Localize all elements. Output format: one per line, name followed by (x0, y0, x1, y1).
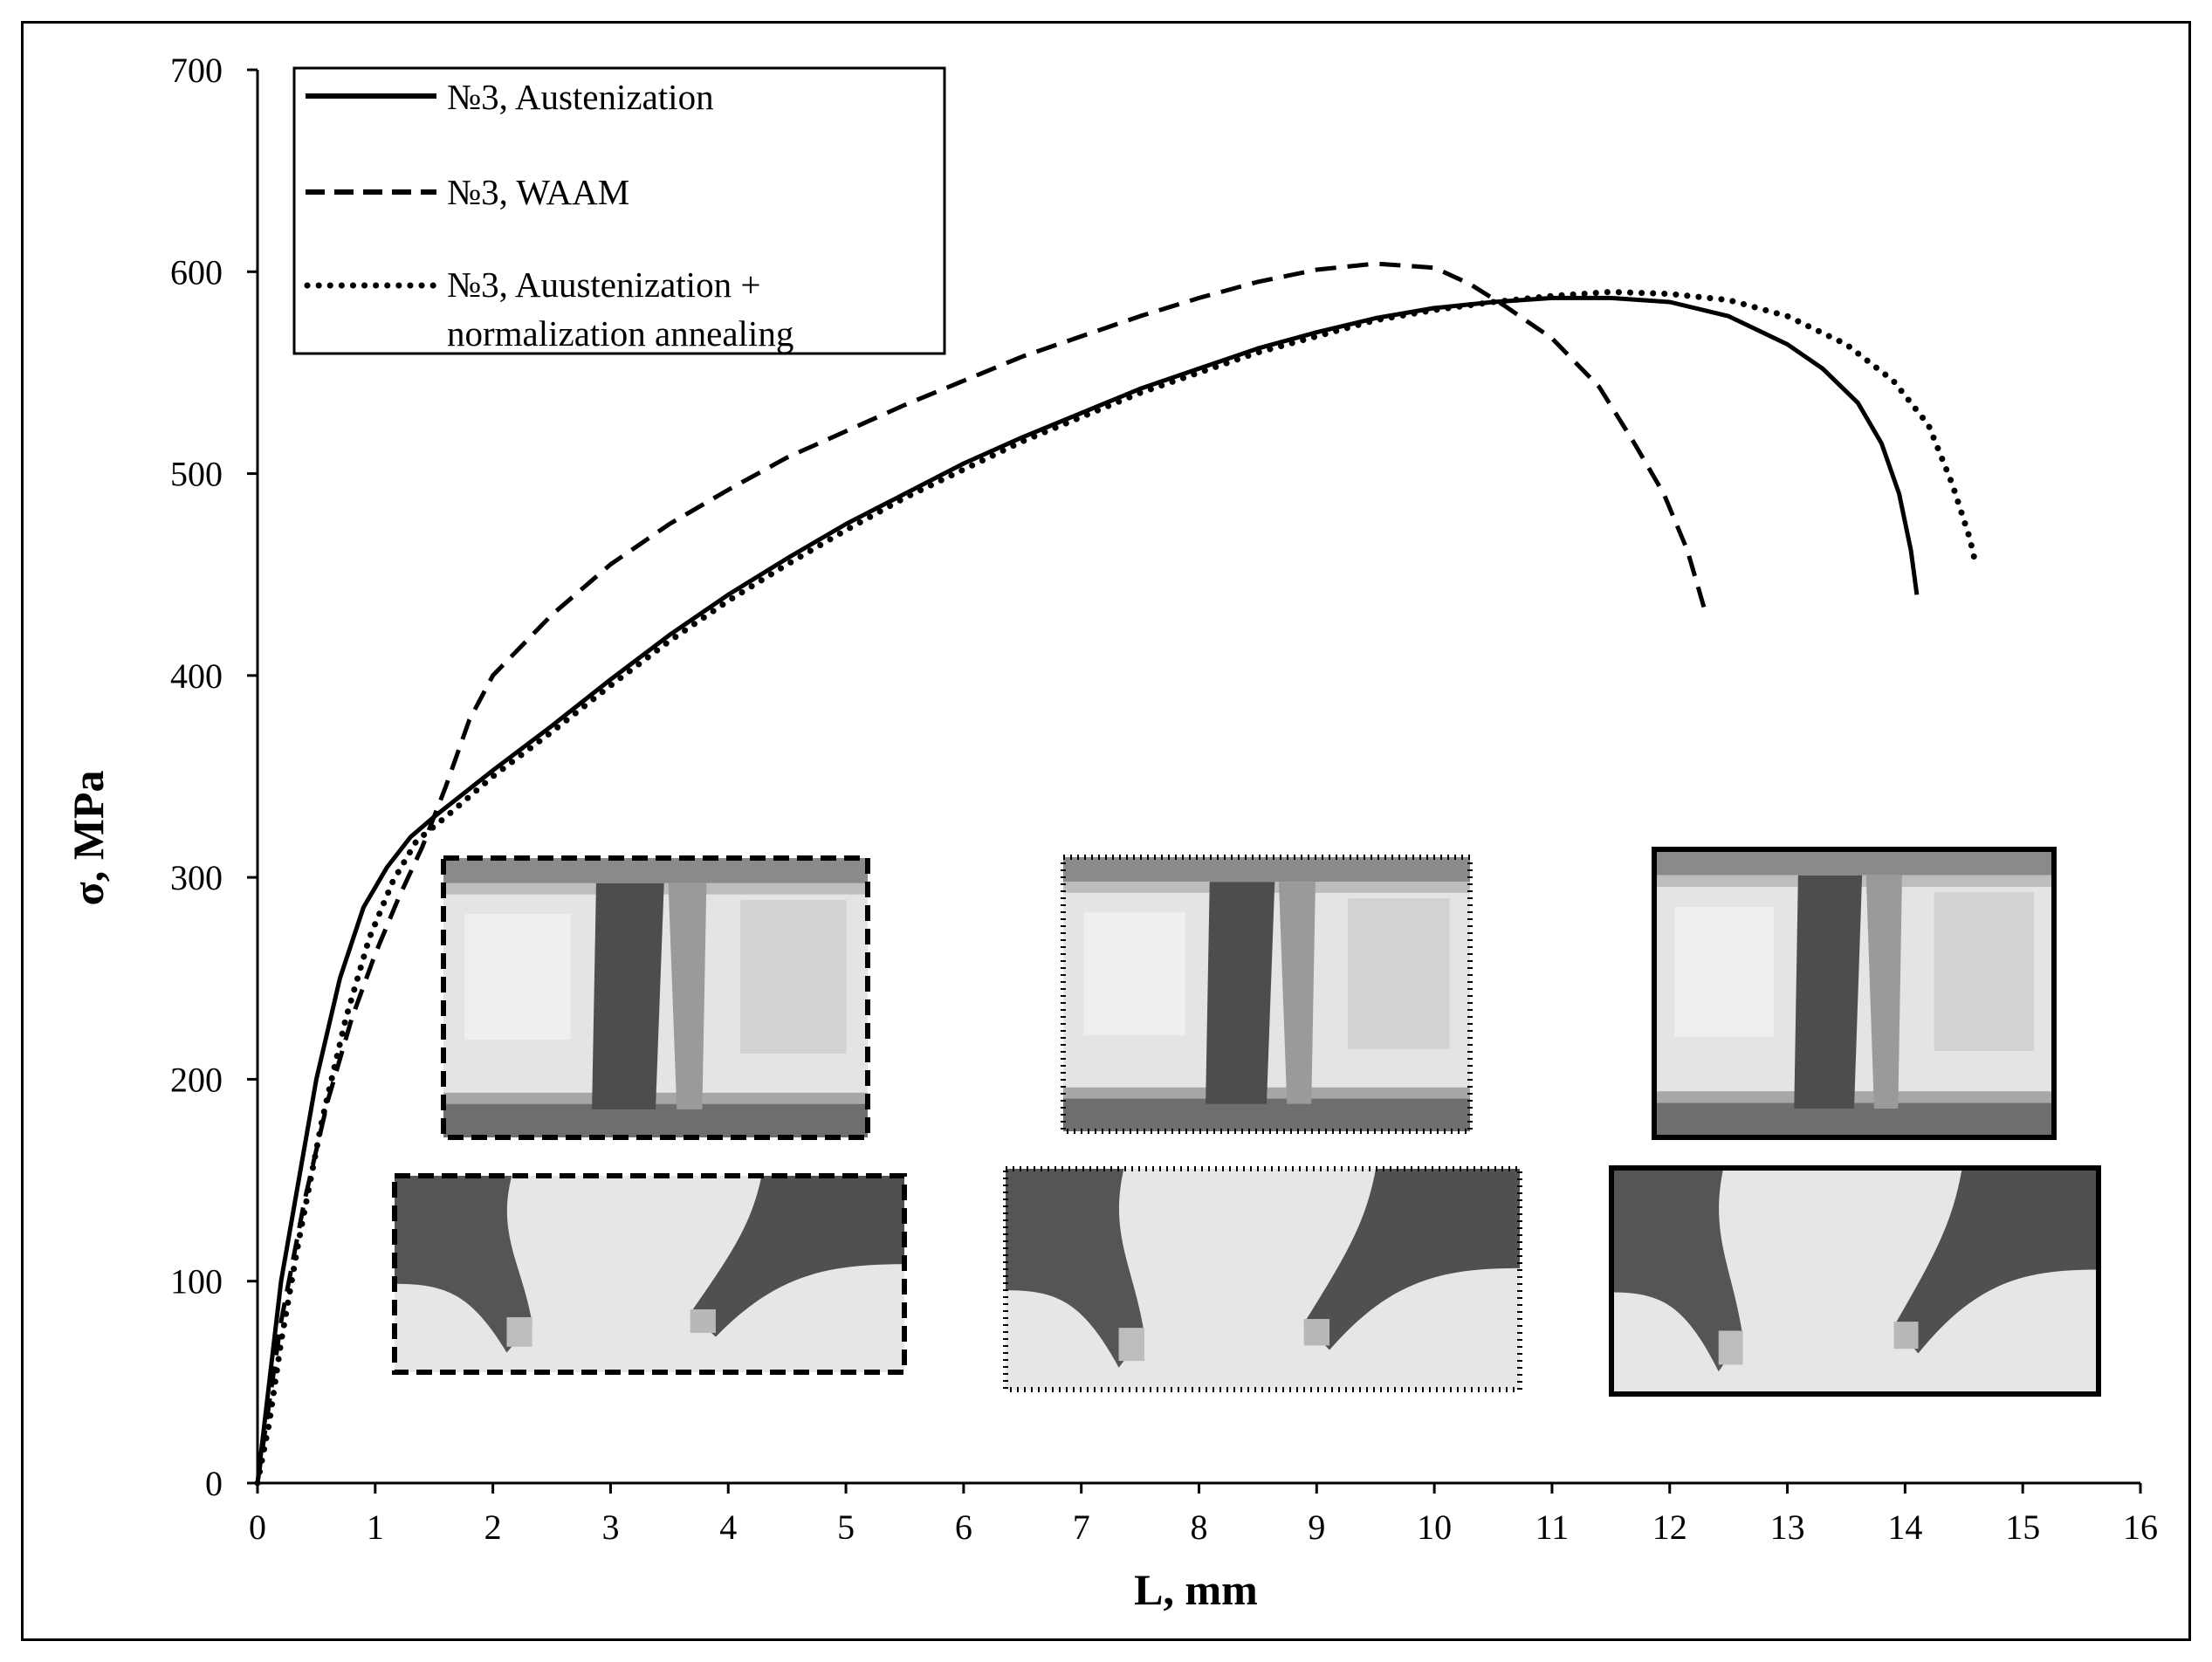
specimen-photo-dotted (1061, 855, 1473, 1134)
photo-frame-dotted (1003, 1166, 1522, 1392)
x-tick-label: 0 (249, 1507, 266, 1547)
x-tick-label: 3 (601, 1507, 619, 1547)
y-axis-title: σ, MPa (64, 771, 113, 906)
y-tick-label: 0 (205, 1464, 223, 1503)
y-tick-label: 100 (170, 1262, 223, 1301)
x-tick-label: 2 (484, 1507, 502, 1547)
photo-frame-dashed (441, 855, 870, 1140)
x-tick-label: 10 (1417, 1507, 1452, 1547)
legend-label-austenization: №3, Austenization (447, 77, 714, 117)
x-tick-label: 16 (2123, 1507, 2158, 1547)
x-tick-label: 4 (719, 1507, 737, 1547)
y-tick-label: 300 (170, 858, 223, 897)
specimen-photo-dotted (1003, 1166, 1522, 1392)
y-tick-label: 600 (170, 252, 223, 292)
x-tick-label: 6 (955, 1507, 972, 1547)
specimen-photo-dashed (441, 855, 870, 1140)
series-line-dotted (254, 288, 1979, 1487)
x-tick-label: 12 (1652, 1507, 1687, 1547)
y-tick-label: 500 (170, 455, 223, 494)
series-line-solid (255, 295, 1920, 1484)
y-tick-label: 200 (170, 1060, 223, 1099)
specimen-photo-solid (1609, 1165, 2101, 1397)
specimen-photo-dashed (392, 1173, 907, 1375)
photo-frame-solid (1609, 1165, 2101, 1397)
legend-box (292, 66, 946, 355)
data-series (254, 261, 1979, 1487)
legend-label-annealing: №3, Auustenization + (447, 264, 760, 305)
legend-label-waam: №3, WAAM (447, 172, 629, 212)
photo-frame-solid (1652, 847, 2057, 1140)
x-tick-label: 15 (2005, 1507, 2040, 1547)
specimen-photos (392, 847, 2101, 1397)
x-tick-label: 9 (1308, 1507, 1325, 1547)
x-tick-label: 8 (1191, 1507, 1208, 1547)
x-axis-title: L, mm (1134, 1565, 1258, 1614)
legend: №3, Austenization №3, WAAM №3, Auusteniz… (292, 66, 946, 355)
photo-frame-dotted (1061, 855, 1473, 1134)
x-tick-label: 7 (1073, 1507, 1090, 1547)
figure-frame (21, 21, 2191, 1641)
y-tick-label: 700 (170, 51, 223, 90)
specimen-photo-solid (1652, 847, 2057, 1140)
series-line-dashed (255, 261, 1707, 1484)
legend-label-annealing-line2: normalization annealing (447, 313, 793, 354)
x-tick-label: 5 (837, 1507, 855, 1547)
x-tick-label: 14 (1887, 1507, 1922, 1547)
x-tick-label: 1 (367, 1507, 384, 1547)
x-tick-label: 11 (1535, 1507, 1570, 1547)
y-tick-label: 400 (170, 656, 223, 696)
x-tick-label: 13 (1770, 1507, 1805, 1547)
